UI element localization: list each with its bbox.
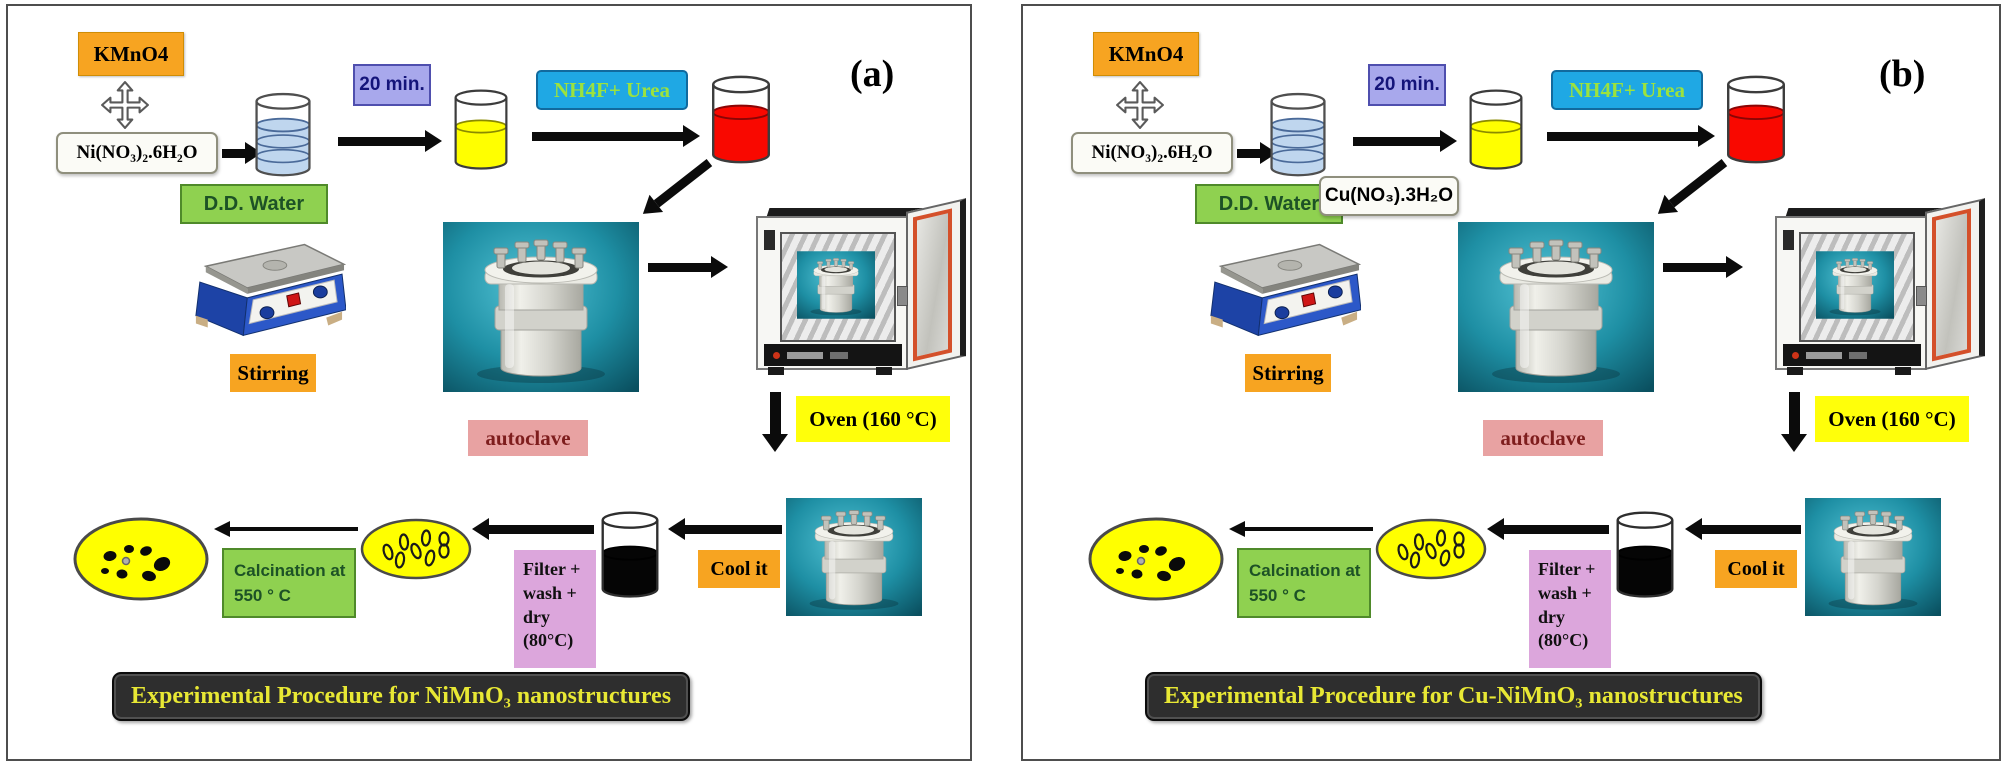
arrow-left bbox=[668, 518, 782, 540]
arrow-right bbox=[1663, 256, 1743, 278]
arrow-right bbox=[532, 125, 700, 147]
nanorod-product-sketch bbox=[360, 518, 472, 580]
nickel-nitrate-label: Ni(NO₃)₂.6H₂O bbox=[56, 132, 218, 174]
arrow-diagonal-down-left bbox=[636, 153, 716, 223]
stirring-label: Stirring bbox=[1245, 354, 1331, 392]
oven-temp-label: Oven (160 °C) bbox=[1815, 396, 1969, 442]
oven-door bbox=[906, 198, 966, 370]
arrow-right bbox=[1547, 125, 1715, 147]
autoclave-photo bbox=[443, 222, 639, 392]
arrow-left-thin bbox=[1229, 518, 1373, 540]
arrow-left bbox=[1685, 518, 1801, 540]
oven-photo bbox=[756, 198, 971, 386]
arrow-left bbox=[1487, 518, 1609, 540]
panel-a: KMnO4 Ni(NO₃)₂.6H₂O D.D. Water 20 min. N… bbox=[6, 4, 972, 761]
time-20min-label: 20 min. bbox=[353, 64, 431, 106]
dd-water-label: D.D. Water bbox=[1195, 184, 1343, 224]
beaker-red-solution bbox=[708, 74, 774, 166]
cooled-autoclave-photo bbox=[1803, 498, 1943, 616]
panel-title-banner: Experimental Procedure for Cu-NiMnO₃ nan… bbox=[1145, 672, 1762, 721]
beaker-black-precipitate bbox=[598, 502, 662, 608]
dd-water-label: D.D. Water bbox=[180, 184, 328, 224]
autoclave-in-oven bbox=[797, 248, 875, 322]
arrow-diagonal-down-left bbox=[1651, 153, 1731, 223]
nh4f-urea-label: NH4F+ Urea bbox=[536, 70, 688, 110]
beaker-red-solution bbox=[1723, 74, 1789, 166]
kmno4-label: KMnO4 bbox=[1093, 32, 1199, 76]
cooled-autoclave-photo bbox=[784, 498, 924, 616]
filter-wash-dry-label: Filter + wash + dry (80°C) bbox=[514, 550, 596, 668]
oven-interior bbox=[780, 232, 896, 342]
oven-control-panel bbox=[764, 344, 902, 366]
panel-title-banner: Experimental Procedure for NiMnO₃ nanost… bbox=[112, 672, 691, 721]
calcination-label: Calcination at 550 ° C bbox=[1237, 548, 1371, 618]
panel-b: KMnO4 Ni(NO₃)₂.6H₂O D.D. Water 20 min. C… bbox=[1021, 4, 2001, 761]
arrow-right bbox=[1353, 130, 1457, 152]
arrow-right bbox=[338, 130, 442, 152]
oven-handle bbox=[897, 286, 908, 306]
beaker-yellow-solution bbox=[1465, 88, 1527, 172]
arrow-down bbox=[1781, 392, 1807, 452]
oven-body bbox=[1775, 216, 1927, 375]
autoclave-photo bbox=[1458, 222, 1654, 392]
oven-temp-label: Oven (160 °C) bbox=[796, 396, 950, 442]
oven-control-panel bbox=[1783, 344, 1921, 366]
oven-body bbox=[756, 216, 908, 375]
beaker-blue-solution bbox=[252, 92, 314, 180]
nickel-nitrate-label: Ni(NO₃)₂.6H₂O bbox=[1071, 132, 1233, 174]
arrow-left bbox=[472, 518, 594, 540]
beaker-yellow-solution bbox=[450, 88, 512, 172]
calcination-label: Calcination at 550 ° C bbox=[222, 548, 356, 618]
mix-arrows-icon bbox=[100, 80, 150, 130]
time-20min-label: 20 min. bbox=[1368, 64, 1446, 106]
beaker-black-precipitate bbox=[1613, 502, 1677, 608]
nanorod-product-sketch bbox=[1375, 518, 1487, 580]
nanoparticle-product-sketch bbox=[72, 516, 210, 602]
cool-it-label: Cool it bbox=[1715, 550, 1797, 588]
mix-arrows-icon bbox=[1115, 80, 1165, 130]
kmno4-label: KMnO4 bbox=[78, 32, 184, 76]
oven-door bbox=[1925, 198, 1985, 370]
arrow-right bbox=[648, 256, 728, 278]
autoclave-label: autoclave bbox=[1483, 420, 1603, 456]
cool-it-label: Cool it bbox=[698, 550, 780, 588]
arrow-down bbox=[762, 392, 788, 452]
panel-letter: (a) bbox=[850, 53, 895, 95]
beaker-blue-solution bbox=[1267, 92, 1329, 180]
copper-nitrate-label: Cu(NO₃).3H₂O bbox=[1319, 176, 1459, 216]
nanoparticle-product-sketch bbox=[1087, 516, 1225, 602]
magnetic-stirrer-photo bbox=[188, 232, 346, 344]
oven-photo bbox=[1775, 198, 1990, 386]
stirring-label: Stirring bbox=[230, 354, 316, 392]
autoclave-label: autoclave bbox=[468, 420, 588, 456]
filter-wash-dry-label: Filter + wash + dry (80°C) bbox=[1529, 550, 1611, 668]
autoclave-in-oven bbox=[1816, 248, 1894, 322]
panel-letter: (b) bbox=[1879, 53, 1926, 95]
oven-interior bbox=[1799, 232, 1915, 342]
nh4f-urea-label: NH4F+ Urea bbox=[1551, 70, 1703, 110]
arrow-left-thin bbox=[214, 518, 358, 540]
oven-handle bbox=[1916, 286, 1927, 306]
magnetic-stirrer-photo bbox=[1203, 232, 1361, 344]
